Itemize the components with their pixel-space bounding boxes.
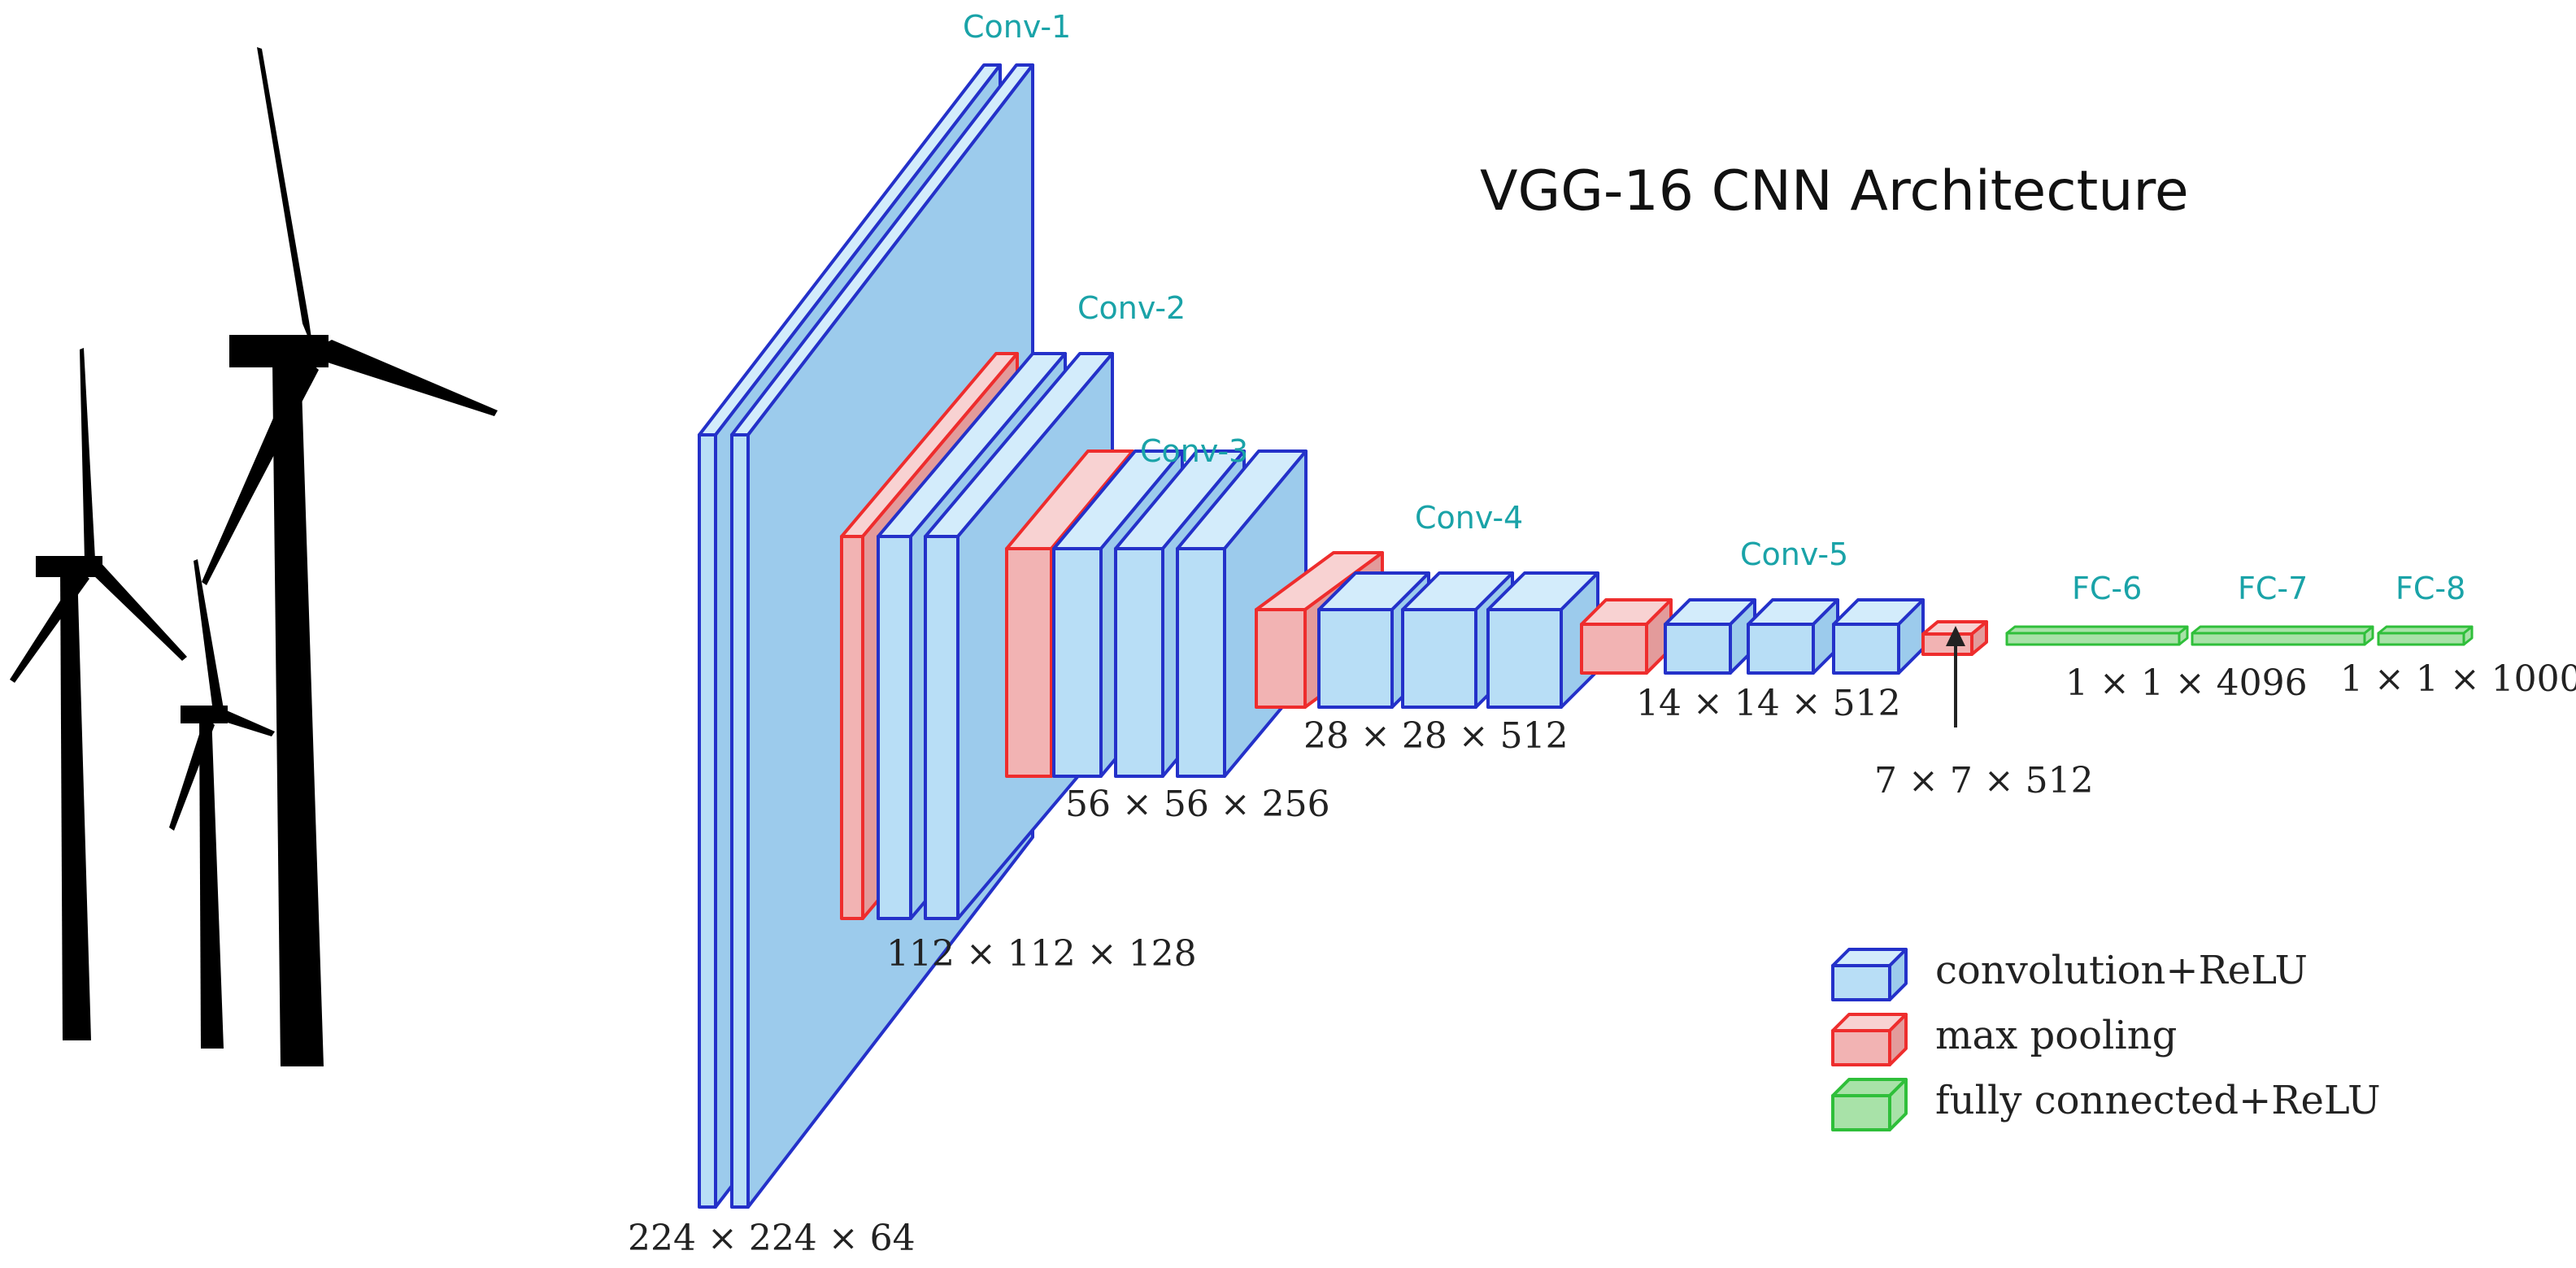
dim-label-conv4: 28 × 28 × 512 (1303, 715, 1569, 757)
dim-label-conv3: 56 × 56 × 256 (1065, 784, 1330, 825)
fc8-layer (2377, 625, 2474, 646)
legend: convolution+ReLU max pooling fully conne… (1831, 948, 2381, 1131)
stage-label-conv1: Conv-1 (963, 9, 1071, 45)
diagram-title: VGG-16 CNN Architecture (1480, 159, 2189, 224)
stage-label-fc7: FC-7 (2238, 571, 2308, 606)
conv5-layer-a (1664, 598, 1756, 675)
red-cube-icon (1831, 1013, 1908, 1066)
pool4-layer (1580, 598, 1673, 675)
stage-label-conv5: Conv-5 (1740, 536, 1848, 572)
dim-label-conv1: 224 × 224 × 64 (628, 1218, 916, 1259)
dim-label-conv2: 112 × 112 × 128 (886, 933, 1197, 975)
stage-label-conv3: Conv-3 (1140, 433, 1248, 469)
stage-label-conv2: Conv-2 (1077, 290, 1186, 326)
fc6-layer (2005, 625, 2189, 646)
blue-cube-icon (1831, 948, 1908, 1001)
green-cube-icon (1831, 1078, 1908, 1131)
stage-label-fc8: FC-8 (2395, 571, 2465, 606)
wind-turbines-icon (10, 47, 498, 1066)
conv5-layer-c (1832, 598, 1925, 675)
legend-label-fc: fully connected+ReLU (1935, 1078, 2381, 1123)
dim-label-fc8: 1 × 1 × 1000 (2340, 658, 2576, 700)
dim-label-fc67: 1 × 1 × 4096 (2065, 662, 2308, 704)
dim-label-conv5: 14 × 14 × 512 (1636, 683, 1901, 724)
network-layers (698, 63, 2474, 1209)
dim-label-pool5: 7 × 7 × 512 (1874, 760, 2094, 801)
pool5-pointer-arrow (1946, 626, 1965, 727)
fc7-layer (2191, 625, 2374, 646)
legend-label-pool: max pooling (1935, 1013, 2177, 1058)
legend-label-conv: convolution+ReLU (1935, 948, 2308, 993)
stage-label-conv4: Conv-4 (1415, 500, 1523, 536)
conv5-layer-b (1747, 598, 1839, 675)
stage-label-fc6: FC-6 (2072, 571, 2142, 606)
